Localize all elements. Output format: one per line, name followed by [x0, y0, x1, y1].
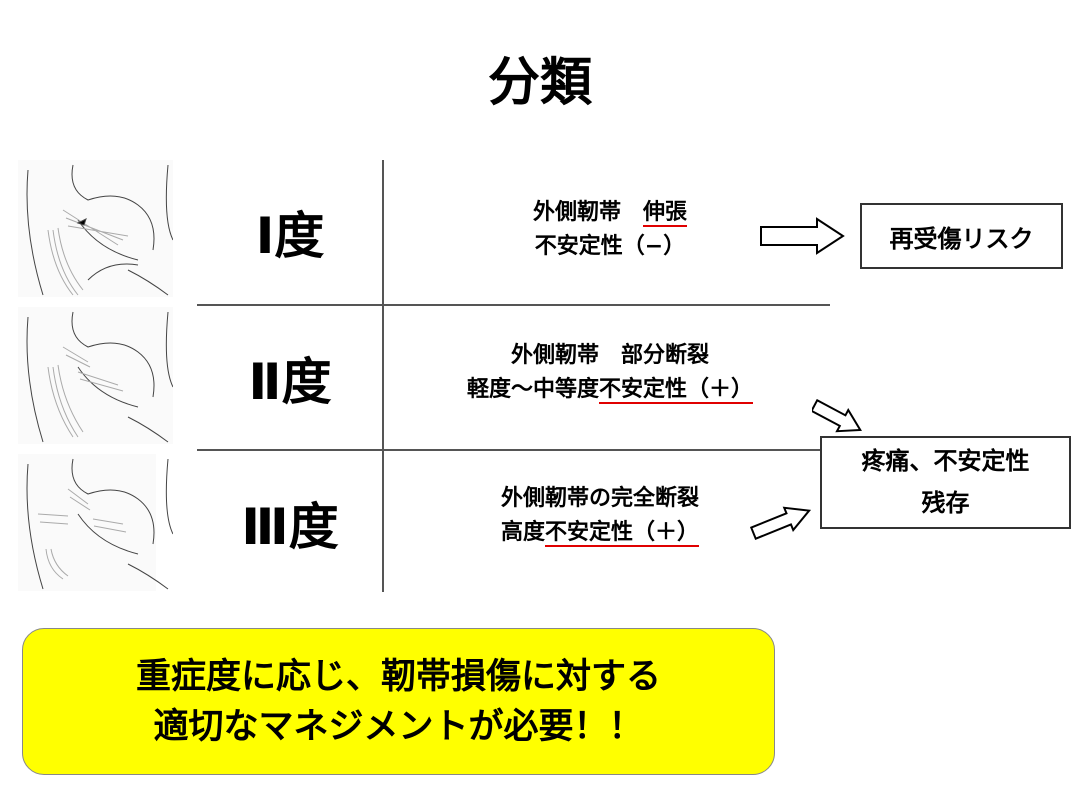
- arrow-right-icon: [760, 217, 845, 255]
- key-message-box: 重症度に応じ、靭帯損傷に対する 適切なマネジメントが必要！！: [22, 628, 775, 775]
- grade-label-3: Ⅲ度: [241, 498, 339, 556]
- row-divider: [197, 304, 830, 306]
- ankle-illustration-grade3: [18, 454, 173, 591]
- column-divider: [382, 160, 384, 592]
- desc-text: 不安定性（−）: [534, 234, 686, 259]
- desc-text: 軽度～中等度: [466, 377, 599, 402]
- grade-label-1: Ⅰ度: [255, 207, 325, 265]
- grade1-description: 外側靭帯 伸張 不安定性（−）: [400, 196, 820, 264]
- reinjury-risk-text: 再受傷リスク: [889, 224, 1034, 253]
- grade2-description: 外側靭帯 部分断裂 軽度～中等度不安定性（＋）: [400, 339, 820, 407]
- reinjury-risk-box: 再受傷リスク: [860, 203, 1063, 269]
- residual-text-line2: 残存: [921, 489, 970, 517]
- key-message-line2: 適切なマネジメントが必要！！: [153, 706, 644, 747]
- ankle-illustration-grade1: [18, 160, 173, 297]
- slide-title: 分類: [487, 53, 592, 113]
- ankle-ligament-illustrations: [18, 160, 173, 591]
- key-message-line1: 重症度に応じ、靭帯損傷に対する: [135, 656, 661, 697]
- grade-label-2: Ⅱ度: [248, 353, 332, 411]
- desc-highlight: 不安定性（＋）: [545, 520, 700, 547]
- arrow-down-right-icon: [812, 398, 862, 433]
- desc-text: 外側靭帯: [532, 200, 643, 225]
- residual-text-line1: 疼痛、不安定性: [861, 447, 1030, 475]
- desc-highlight: 不安定性（＋）: [599, 377, 754, 404]
- desc-text: 外側靭帯 部分断裂: [510, 343, 709, 368]
- row-divider: [197, 449, 820, 451]
- arrow-up-right-icon: [749, 506, 812, 540]
- residual-symptoms-box: 疼痛、不安定性 残存: [820, 436, 1071, 529]
- ankle-illustration-grade2: [18, 307, 173, 444]
- desc-text: 高度: [500, 520, 545, 545]
- desc-text: 外側靭帯の完全断裂: [500, 486, 699, 511]
- grade3-description: 外側靭帯の完全断裂 高度不安定性（＋）: [390, 482, 810, 550]
- desc-highlight: 伸張: [643, 200, 688, 227]
